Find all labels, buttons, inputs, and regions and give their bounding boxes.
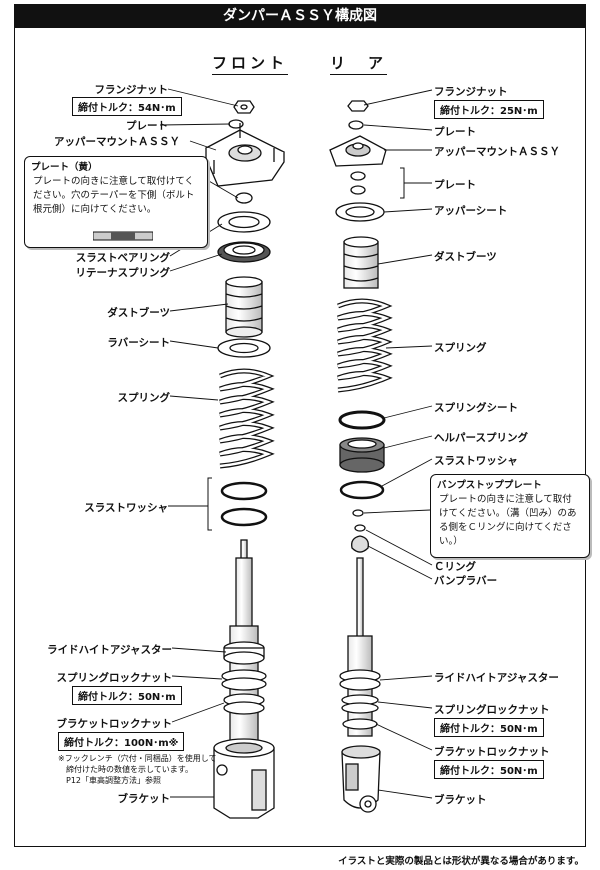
rear-plate-2a: [350, 171, 366, 181]
front-plate-note-body: プレートの向きに注意して取付けてください。穴のテーパーを下側（ボルト根元側）に向…: [33, 176, 195, 215]
front-flange-nut-torque: 締付トルク：54N･m: [72, 97, 182, 116]
front-thrust-bearing-label: スラストベアリング: [75, 252, 170, 264]
rear-plate-2b: [350, 185, 366, 195]
front-thrust-washer-1: [220, 481, 268, 501]
rear-bump-stop-body: プレートの向きに注意して取付けてください。（溝（凹み）のある側をＣリングに向けて…: [439, 494, 577, 547]
front-spring-label: スプリング: [117, 392, 171, 404]
front-column-title: フロント: [212, 52, 289, 75]
rear-dust-boots: [343, 236, 379, 289]
rear-helper-spring: [339, 437, 385, 473]
rear-column-title: リ ア: [330, 52, 388, 75]
rear-bracket-lock-nut-torque: 締付トルク：50N･m: [434, 760, 544, 779]
front-upper-mount: [205, 123, 285, 187]
front-thrust-washer-label: スラストワッシャ: [84, 502, 168, 514]
rear-bump-stop-note: バンプストッププレート プレートの向きに注意して取付けてください。（溝（凹み）の…: [430, 474, 590, 558]
rear-bump-stop-title: バンプストッププレート: [437, 480, 542, 491]
front-spring-lock-nut-label: スプリングロックナット: [56, 672, 173, 684]
rear-spring-lock-nut: [341, 694, 379, 714]
front-dust-boots-label: ダストブーツ: [107, 307, 170, 319]
rear-spring-inner: [337, 299, 390, 392]
front-spring-lock-nut-torque: 締付トルク：50N･m: [72, 686, 182, 705]
rear-thrust-washer: [339, 480, 385, 500]
rear-c-ring-label: Ｃリング: [434, 561, 476, 573]
front-upper-mount-label: アッパーマウントＡＳＳＹ: [54, 136, 180, 148]
rear-bump-stop-plate: [352, 509, 364, 517]
rear-upper-mount: [329, 135, 387, 167]
rear-flange-nut-label: フランジナット: [434, 86, 508, 98]
front-thrust-bearing: [217, 211, 271, 233]
rear-spring-label: スプリング: [434, 342, 487, 354]
rear-plate-bracket: [400, 167, 405, 199]
rear-bump-rubber-label: バンプラバー: [434, 575, 498, 587]
rear-flange-nut-torque: 締付トルク：25N･m: [434, 100, 544, 119]
front-flange-nut-label: フランジナット: [94, 84, 169, 96]
front-ride-height-label: ライドハイトアジャスター: [47, 644, 172, 656]
rear-spring-lock-nut-torque: 締付トルク：50N･m: [434, 718, 544, 737]
rear-plate2-label: プレート: [434, 179, 476, 191]
front-retainer-spring: [217, 241, 271, 263]
rear-upper-seat: [335, 202, 385, 222]
front-bracket: [213, 738, 275, 819]
rear-bracket-lock-nut-label: ブラケットロックナット: [434, 746, 550, 758]
front-yellow-plate: [235, 192, 253, 204]
rear-ride-height-adjuster: [339, 669, 381, 691]
front-plate-label: プレート: [126, 120, 168, 132]
rear-upper-seat-label: アッパーシート: [434, 205, 508, 217]
page-title: ダンパーＡＳＳＹ構成図: [14, 4, 586, 28]
rear-upper-mount-label: アッパーマウントＡＳＳＹ: [434, 146, 560, 158]
rear-spring-seat: [338, 410, 386, 430]
front-dust-boots: [225, 276, 263, 338]
front-bracket-lock-nut-label: ブラケットロックナット: [56, 718, 173, 730]
rear-bracket: [341, 745, 381, 813]
rear-bracket-label: ブラケット: [434, 794, 487, 806]
hook-wrench-note-3: P12「車高調整方法」参照: [66, 776, 162, 785]
front-bracket-lock-nut-torque: 締付トルク：100N･m※: [58, 732, 185, 751]
rear-spring-seat-label: スプリングシート: [434, 402, 518, 414]
hook-wrench-note-1: ※フックレンチ（穴付・同梱品）を使用して: [58, 754, 217, 763]
front-retainer-spring-label: リテーナスプリング: [75, 267, 171, 279]
front-bracket-label: ブラケット: [117, 793, 171, 805]
front-washer-bracket: [207, 477, 212, 531]
rear-ride-height-label: ライドハイトアジャスター: [434, 672, 559, 684]
rear-flange-nut: [347, 100, 369, 112]
rear-thrust-washer-label: スラストワッシャ: [434, 455, 518, 467]
front-plate-note: プレート（黄） プレートの向きに注意して取付けてください。穴のテーパーを下側（ボ…: [24, 156, 208, 248]
front-ride-height-adjuster: [223, 641, 265, 665]
hook-wrench-note-2: 締付けた時の数値を示しています。: [66, 765, 193, 774]
front-thrust-washer-2: [220, 507, 268, 527]
rear-helper-spring-label: ヘルパースプリング: [434, 432, 528, 444]
front-flange-nut: [233, 100, 255, 114]
rear-spring-lock-nut-label: スプリングロックナット: [434, 704, 550, 716]
front-spring-inner: [219, 369, 272, 468]
rear-c-ring: [354, 524, 366, 532]
rear-plate-label: プレート: [434, 126, 476, 138]
rear-bracket-lock-nut: [342, 718, 378, 730]
front-rubber-seat-label: ラバーシート: [107, 337, 170, 349]
front-spring-lock-nut: [221, 669, 267, 691]
front-plate-note-title: プレート（黄）: [31, 162, 98, 173]
rear-bump-rubber: [351, 535, 369, 553]
disclaimer: イラストと実際の製品とは形状が異なる場合があります。: [338, 856, 584, 867]
yellow-plate-icon: [93, 231, 153, 241]
diagram-frame: [14, 28, 586, 847]
front-bracket-lock-nut: [223, 693, 265, 715]
rear-plate: [348, 120, 364, 130]
front-plate: [228, 119, 244, 129]
front-rubber-seat: [217, 338, 271, 358]
rear-dust-boots-label: ダストブーツ: [434, 251, 497, 263]
